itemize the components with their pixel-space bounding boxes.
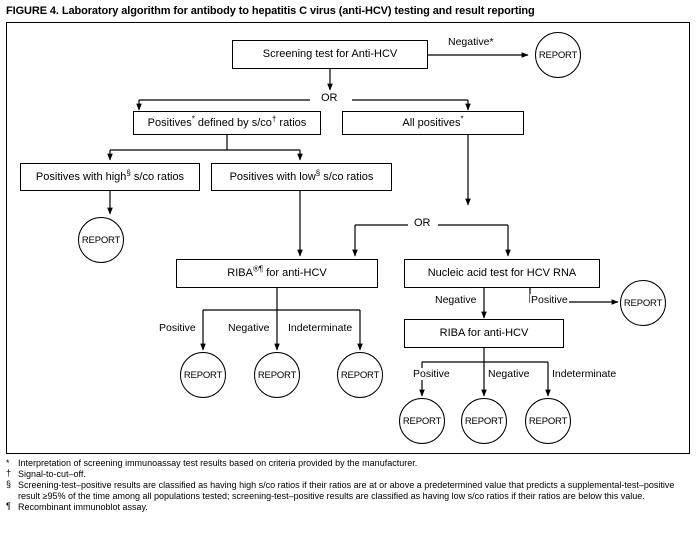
- node-high-sco[interactable]: Positives with high§ s/co ratios: [20, 163, 200, 191]
- node-screening-test-label: Screening test for Anti-HCV: [262, 48, 398, 61]
- footnote-text-dagger: Signal-to-cut–off.: [18, 468, 86, 479]
- edge-label-riba-right-positive: Positive: [412, 368, 451, 380]
- report-rna-positive[interactable]: REPORT: [620, 280, 666, 326]
- node-nucleic-acid-test-label: Nucleic acid test for HCV RNA: [427, 267, 577, 280]
- report-negative-screen-label: REPORT: [538, 49, 578, 61]
- edge-label-riba-left-negative: Negative: [227, 322, 271, 334]
- report-negative-screen[interactable]: REPORT: [535, 32, 581, 78]
- report-riba-right-positive-label: REPORT: [402, 415, 442, 427]
- footnote-text-asterisk: Interpretation of screening immunoassay …: [18, 458, 418, 468]
- footnote-dagger: † Signal-to-cut–off.: [6, 467, 694, 480]
- report-riba-right-indeterminate[interactable]: REPORT: [525, 398, 571, 444]
- footnote-marker-section: §: [6, 478, 12, 489]
- node-nucleic-acid-test[interactable]: Nucleic acid test for HCV RNA: [404, 259, 600, 288]
- footnote-marker-dagger: †: [6, 467, 12, 478]
- footnote-asterisk: * Interpretation of screening immunoassa…: [6, 458, 694, 469]
- or-junction-top: OR: [318, 92, 341, 104]
- report-rna-positive-label: REPORT: [623, 297, 663, 309]
- report-riba-left-negative-label: REPORT: [257, 369, 297, 381]
- edge-label-rna-positive: Positive: [530, 294, 569, 306]
- node-all-positives[interactable]: All positives*: [342, 111, 524, 135]
- report-riba-left-indeterminate[interactable]: REPORT: [337, 352, 383, 398]
- report-riba-left-indeterminate-label: REPORT: [340, 369, 380, 381]
- node-screening-test[interactable]: Screening test for Anti-HCV: [232, 40, 428, 69]
- edge-label-riba-left-positive: Positive: [158, 322, 197, 334]
- report-riba-right-positive[interactable]: REPORT: [399, 398, 445, 444]
- report-riba-right-negative-label: REPORT: [464, 415, 504, 427]
- node-positives-sco-label: Positives* defined by s/co† ratios: [147, 114, 307, 129]
- footnotes: * Interpretation of screening immunoassa…: [6, 458, 694, 513]
- figure-title: FIGURE 4. Laboratory algorithm for antib…: [6, 5, 535, 17]
- node-riba-left-label: RIBA®¶ for anti-HCV: [227, 264, 327, 280]
- node-riba-right-label: RIBA for anti-HCV: [439, 327, 529, 340]
- edge-label-rna-negative: Negative: [434, 294, 478, 306]
- report-riba-left-positive-label: REPORT: [183, 369, 223, 381]
- or-junction-mid: OR: [411, 217, 434, 229]
- node-positives-sco[interactable]: Positives* defined by s/co† ratios: [133, 111, 321, 135]
- edge-label-riba-right-indeterminate: Indeterminate: [551, 368, 618, 380]
- footnote-pilcrow: ¶ Recombinant immunoblot assay.: [6, 500, 694, 513]
- footnote-text-section: Screening-test–positive results are clas…: [18, 479, 675, 501]
- report-riba-left-positive[interactable]: REPORT: [180, 352, 226, 398]
- report-high-sco[interactable]: REPORT: [78, 217, 124, 263]
- edge-label-riba-left-indeterminate: Indeterminate: [287, 322, 354, 334]
- footnote-marker-asterisk: *: [6, 458, 10, 468]
- footnote-marker-pilcrow: ¶: [6, 500, 11, 511]
- footnote-section: § Screening-test–positive results are cl…: [6, 478, 694, 502]
- report-high-sco-label: REPORT: [81, 234, 121, 246]
- report-riba-left-negative[interactable]: REPORT: [254, 352, 300, 398]
- node-low-sco-label: Positives with low§ s/co ratios: [229, 168, 374, 183]
- report-riba-right-indeterminate-label: REPORT: [528, 415, 568, 427]
- node-high-sco-label: Positives with high§ s/co ratios: [35, 168, 185, 183]
- footnote-text-pilcrow: Recombinant immunoblot assay.: [18, 501, 148, 512]
- figure-border: [6, 22, 690, 454]
- report-riba-right-negative[interactable]: REPORT: [461, 398, 507, 444]
- node-riba-right[interactable]: RIBA for anti-HCV: [404, 319, 564, 348]
- node-all-positives-label: All positives*: [402, 114, 464, 129]
- edge-label-screen-negative: Negative*: [447, 36, 495, 48]
- node-riba-left[interactable]: RIBA®¶ for anti-HCV: [176, 259, 378, 288]
- node-low-sco[interactable]: Positives with low§ s/co ratios: [211, 163, 392, 191]
- edge-label-riba-right-negative: Negative: [487, 368, 531, 380]
